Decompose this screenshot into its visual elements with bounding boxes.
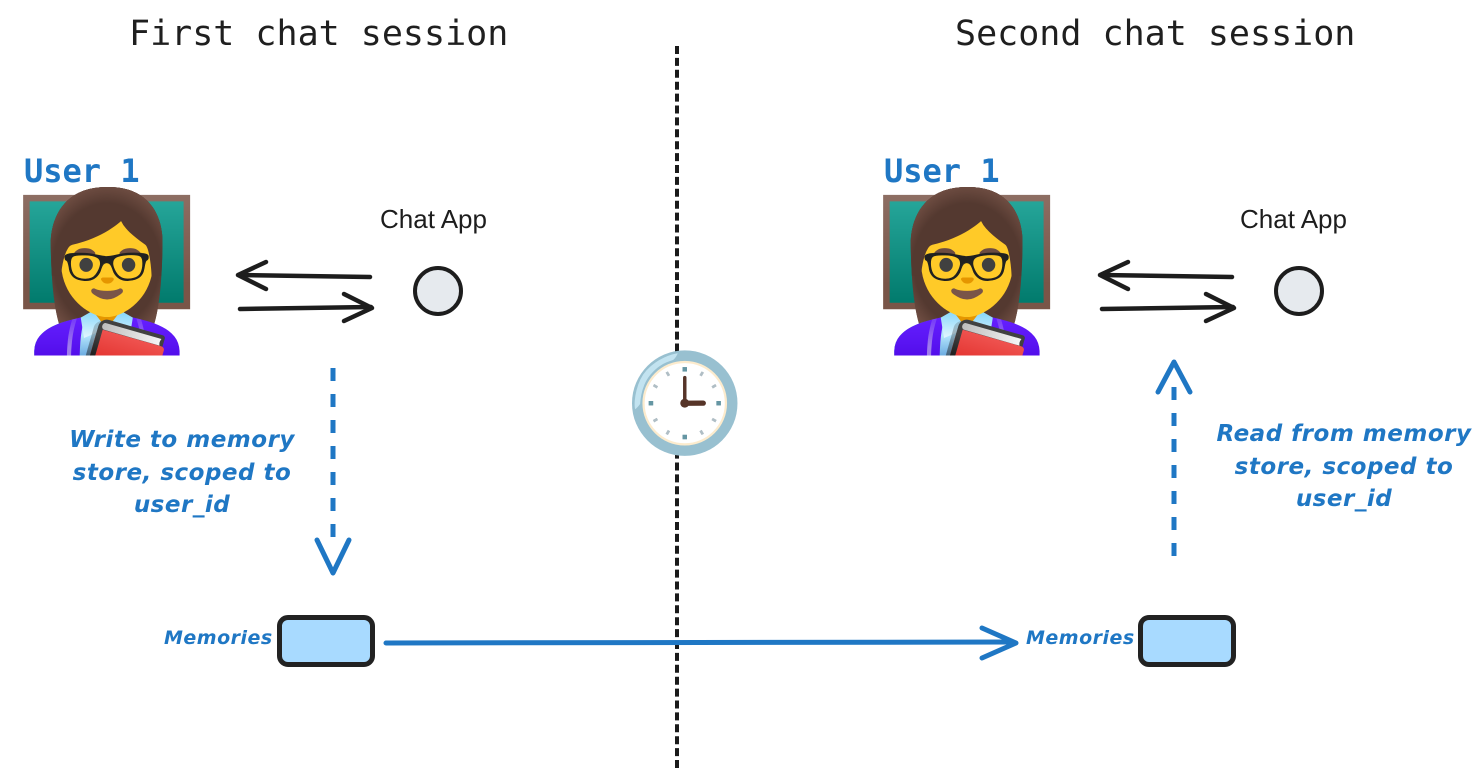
right-exchange-arrows <box>1097 258 1237 324</box>
right-chat-app-icon <box>1274 266 1324 316</box>
left-memories-label: Memories <box>164 627 273 649</box>
right-read-flow-arrow <box>1152 359 1196 558</box>
left-chat-app-label: Chat App <box>380 204 487 234</box>
memory-persistence-arrow <box>383 625 1026 662</box>
left-user-avatar: 👩‍🏫 <box>12 183 202 360</box>
right-session-title: Second chat session <box>955 14 1356 54</box>
right-user-label: User 1 <box>884 152 1000 190</box>
left-chat-app-icon <box>413 266 463 316</box>
left-memory-box <box>277 615 375 667</box>
right-chat-app-label: Chat App <box>1240 204 1347 234</box>
left-session-title: First chat session <box>129 14 509 54</box>
right-flow-note: Read from memory store, scoped to user_i… <box>1216 421 1472 513</box>
right-memory-box <box>1138 615 1236 667</box>
left-user-label: User 1 <box>24 152 140 190</box>
clock-icon: 🕒 <box>625 347 745 459</box>
session-divider <box>675 46 679 768</box>
left-write-flow-arrow <box>312 368 356 576</box>
left-exchange-arrows <box>235 258 375 324</box>
right-memories-label: Memories <box>1026 627 1135 649</box>
right-user-avatar: 👩‍🏫 <box>872 183 1062 360</box>
left-flow-note: Write to memory store, scoped to user_id <box>69 427 295 519</box>
